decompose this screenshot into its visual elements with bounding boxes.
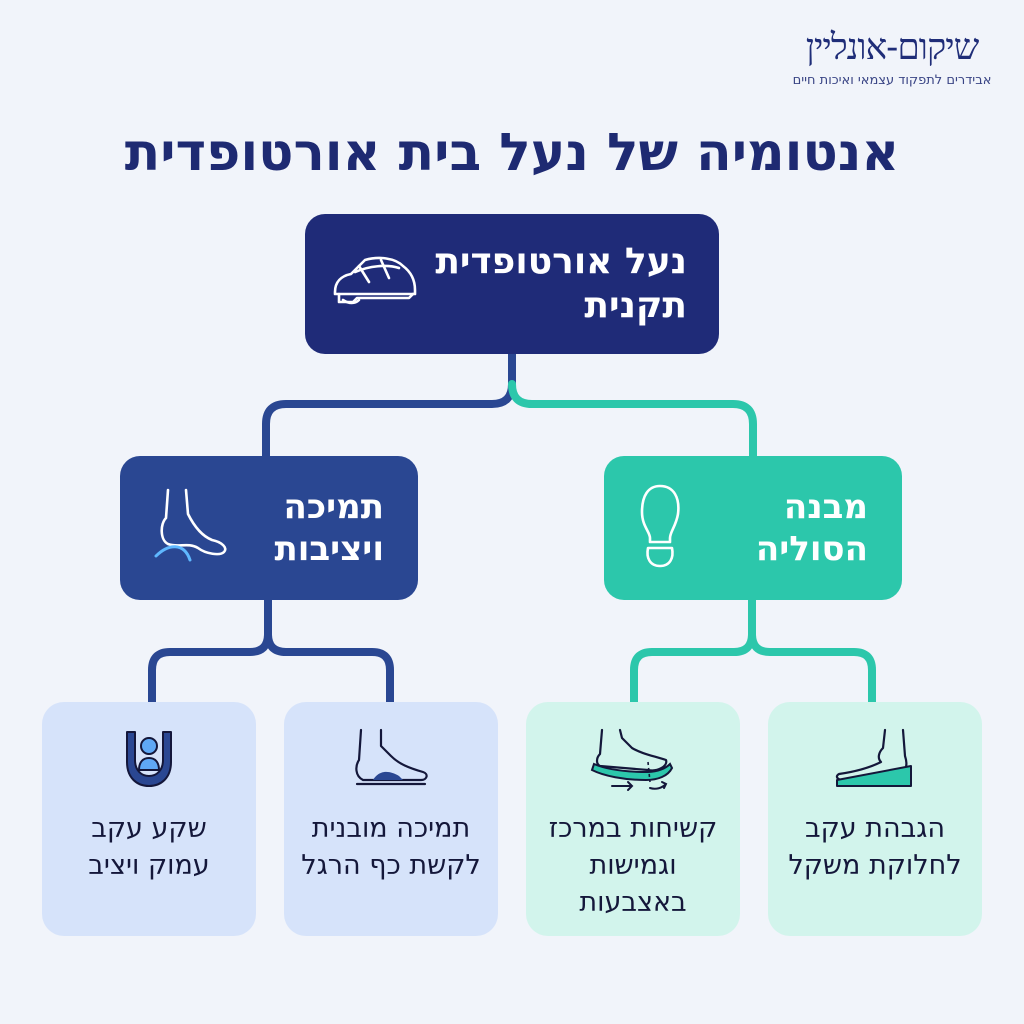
branch-sole-label: מבנה הסוליה — [755, 487, 868, 569]
leaf-arch-support-label: תמיכה מובנית לקשת כף הרגל — [301, 813, 481, 881]
logo-tagline: אבידרים לתפקוד עצמאי ואיכות חיים — [792, 73, 992, 88]
root-node: נעל אורטופדית תקנית — [305, 214, 719, 354]
foot-arch-support-icon — [284, 726, 498, 796]
clog-shoe-icon — [329, 252, 421, 316]
connector-support-to-leaves — [148, 596, 394, 706]
sole-outline-icon — [634, 482, 686, 574]
leaf-heel-cup-label: שקע עקב עמוק ויציב — [88, 813, 210, 881]
root-node-label: נעל אורטופדית תקנית — [435, 241, 687, 326]
heel-raise-icon — [768, 726, 982, 796]
branch-support: תמיכה ויציבות — [120, 456, 418, 600]
foot-arch-icon — [150, 484, 230, 572]
connector-sole-to-leaves — [630, 596, 876, 706]
logo[interactable]: שיקום-אונליין אבידרים לתפקוד עצמאי ואיכו… — [792, 26, 992, 90]
connector-root-to-support — [262, 350, 516, 460]
leaf-heel-raise: הגבהת עקב לחלוקת משקל — [768, 702, 982, 936]
leaf-heel-raise-label: הגבהת עקב לחלוקת משקל — [788, 813, 962, 881]
page-title: אנטומיה של נעל בית אורטופדית — [124, 123, 900, 183]
leaf-heel-cup: שקע עקב עמוק ויציב — [42, 702, 256, 936]
branch-sole: מבנה הסוליה — [604, 456, 902, 600]
logo-name: שיקום-אונליין — [805, 27, 979, 68]
flexible-sole-icon — [526, 726, 740, 796]
branch-support-label: תמיכה ויציבות — [274, 487, 384, 569]
leaf-flexible-sole: קשיחות במרכז וגמישות באצבעות — [526, 702, 740, 936]
leaf-arch-support: תמיכה מובנית לקשת כף הרגל — [284, 702, 498, 936]
connector-root-to-sole — [508, 380, 757, 460]
leaf-flexible-sole-label: קשיחות במרכז וגמישות באצבעות — [548, 813, 718, 918]
heel-cup-icon — [42, 726, 256, 796]
